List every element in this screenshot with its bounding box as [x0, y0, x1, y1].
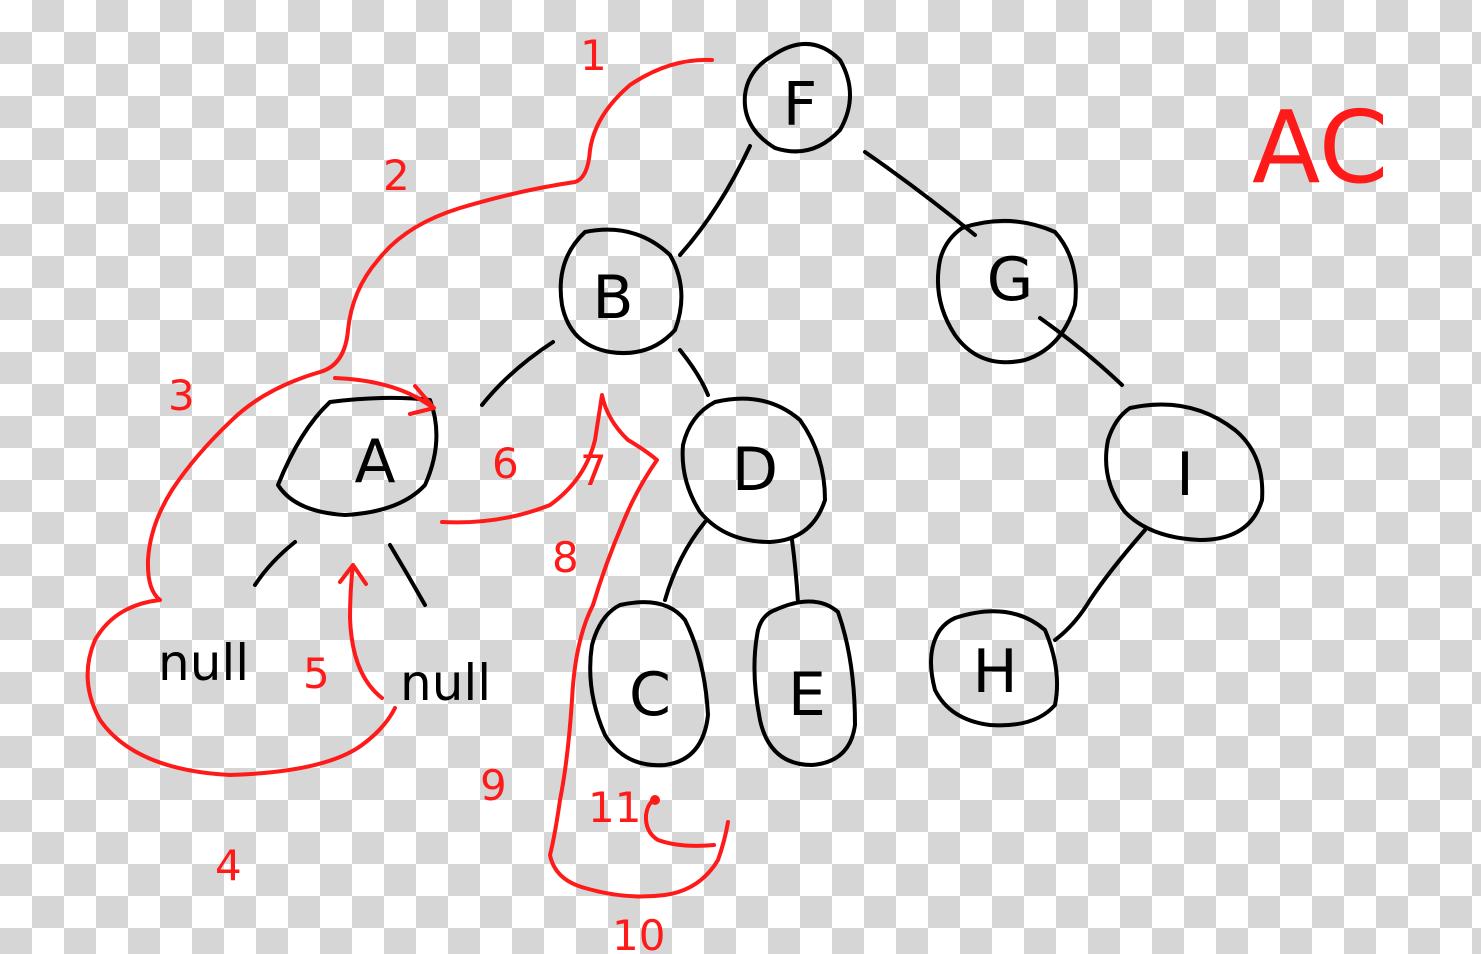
node-g-outline — [935, 218, 1078, 365]
null-label-left: null — [158, 634, 249, 692]
traversal-segment-4 — [85, 598, 397, 777]
node-e-label: E — [788, 660, 826, 730]
node-g-label: G — [987, 245, 1034, 315]
node-f-label: F — [783, 70, 818, 140]
node-labels: F B G A D I C E H — [354, 70, 1193, 730]
node-h-outline — [929, 609, 1059, 728]
node-c-outline — [588, 600, 710, 768]
traversal-segment-11-hook — [643, 798, 716, 848]
edge-b-a — [480, 340, 555, 407]
edge-a-null-right — [388, 543, 427, 607]
step-numbers: 1 2 3 4 5 6 7 8 9 10 11 — [168, 31, 665, 954]
step-label-2: 2 — [383, 151, 410, 200]
node-a-outline — [276, 395, 439, 517]
node-f-outline — [742, 42, 852, 154]
step-label-4: 4 — [215, 841, 242, 890]
step-label-1: 1 — [580, 31, 607, 80]
step-label-11: 11 — [588, 783, 641, 832]
node-d-label: D — [732, 435, 778, 505]
traversal-segment-9-10 — [548, 603, 730, 899]
tree-edges — [253, 144, 1147, 642]
node-h-label: H — [972, 637, 1017, 707]
step-label-7: 7 — [580, 446, 607, 495]
step-label-5: 5 — [303, 649, 330, 698]
null-labels: null null — [158, 634, 491, 712]
node-b-label: B — [592, 263, 633, 333]
node-e-outline — [752, 599, 857, 767]
edge-f-g — [863, 150, 977, 237]
edge-i-h — [1053, 528, 1147, 642]
traversal-segment-5-arrow — [338, 563, 384, 700]
step-label-8: 8 — [552, 533, 579, 582]
null-label-right: null — [400, 654, 491, 712]
edge-d-e — [790, 538, 800, 604]
traversal-segment-a-return-arrow — [333, 376, 436, 416]
traversal-result-text: AC — [1252, 89, 1388, 206]
edge-a-null-left — [253, 540, 297, 587]
node-a-label: A — [354, 427, 395, 497]
edge-d-c — [663, 520, 707, 602]
step-label-10: 10 — [612, 911, 665, 954]
step-label-6: 6 — [492, 439, 519, 488]
node-i-label: I — [1176, 440, 1194, 510]
node-i-outline — [1104, 402, 1265, 542]
tree-nodes — [276, 42, 1265, 768]
edge-f-b — [678, 144, 752, 257]
node-c-label: C — [629, 660, 671, 730]
node-b-outline — [558, 227, 684, 355]
edge-b-d — [678, 348, 710, 397]
edge-g-i — [1038, 316, 1124, 387]
node-d-outline — [680, 396, 827, 544]
traversal-segment-6-8 — [440, 393, 659, 607]
traversal-end-dot — [650, 795, 660, 805]
traversal-path — [85, 57, 730, 899]
step-label-9: 9 — [480, 761, 507, 810]
traversal-segment-1-3 — [145, 57, 714, 602]
step-label-3: 3 — [168, 371, 195, 420]
